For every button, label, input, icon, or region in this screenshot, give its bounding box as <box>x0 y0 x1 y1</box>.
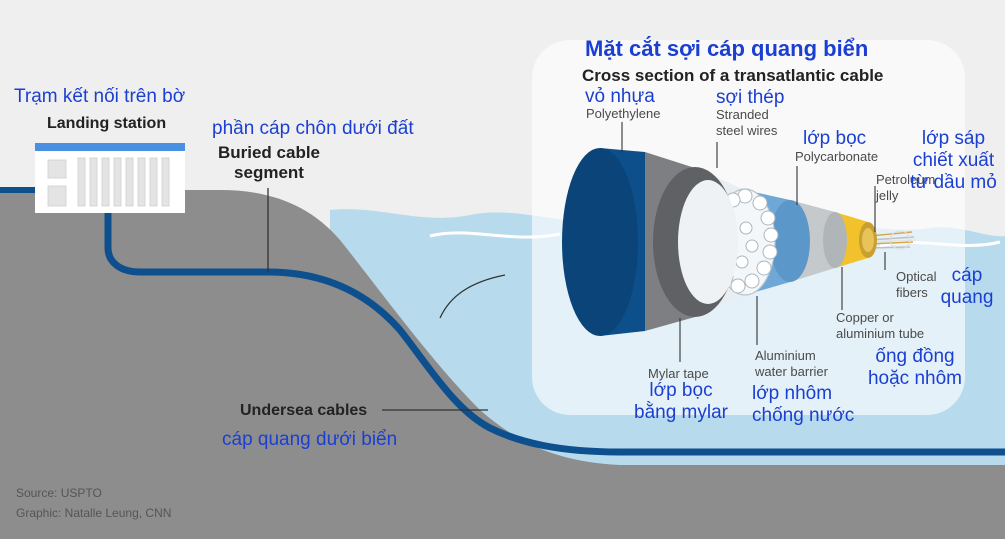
tube-line1: Copper or <box>836 310 894 325</box>
steel-wires-line1: Stranded <box>716 107 769 122</box>
undersea-pointer <box>382 274 506 411</box>
mylar-inner <box>678 180 738 304</box>
polycarbonate-label-vn: lớp bọc <box>803 128 867 149</box>
tube-line2: aluminium tube <box>836 326 925 341</box>
tube-vn-line2: hoặc nhôm <box>867 368 962 389</box>
mylar-label-en: Mylar tape <box>648 366 709 381</box>
polyethylene-label-en: Polyethylene <box>586 106 661 121</box>
station-windows <box>47 157 170 207</box>
tube-label-en: Copper or aluminium tube <box>836 310 924 342</box>
polyethylene-label-vn: vỏ nhựa <box>585 86 655 107</box>
aluminium-line2: water barrier <box>755 364 828 379</box>
optical-fibers-vn-line2: quang <box>940 287 994 308</box>
tube-label-vn: ống đồng hoặc nhôm <box>855 346 975 390</box>
buried-cable-line2: segment <box>234 163 304 182</box>
petroleum-jelly-vn-line1: lớp sáp <box>921 128 986 149</box>
leader-lines <box>621 122 886 362</box>
cable-cross-section <box>562 148 917 336</box>
landing-station-label-vn: Trạm kết nối trên bờ <box>14 86 186 107</box>
aluminium-label-vn: lớp nhôm chống nước <box>752 383 854 427</box>
petroleum-jelly-line2: jelly <box>876 188 899 203</box>
undersea-cables-label-vn: cáp quang dưới biển <box>222 429 398 450</box>
aluminium-face <box>770 200 810 282</box>
steel-wires-label-vn: sợi thép <box>716 87 785 108</box>
petroleum-jelly-line1: Petroleum <box>876 172 936 187</box>
steel-wires-label-en: Stranded steel wires <box>716 107 777 139</box>
optical-fibers-vn-line1: cáp <box>951 265 983 286</box>
optical-fibers-label-vn: cáp quang <box>935 265 999 309</box>
optical-fibers-label-en: Optical fibers <box>896 269 936 301</box>
aluminium-vn-line1: lớp nhôm <box>752 383 833 404</box>
steel-wires-line2: steel wires <box>716 123 778 138</box>
petroleum-jelly-label-vn: lớp sáp chiết xuất từ dầu mỏ <box>902 128 1005 194</box>
optical-fibers <box>869 230 917 250</box>
buried-cable-label-en: Buried cable segment <box>214 143 324 183</box>
polyethylene-jacket-face <box>562 148 638 336</box>
tube-vn-line1: ống đồng <box>875 346 955 367</box>
title-english: Cross section of a transatlantic cable <box>582 66 884 85</box>
buried-cable-label-vn: phần cáp chôn dưới đất <box>212 118 414 139</box>
landing-station-roof <box>35 143 185 151</box>
graphic-credit: Graphic: Natalle Leung, CNN <box>16 506 172 520</box>
petroleum-jelly-vn-line2: chiết xuất <box>912 150 995 171</box>
mylar-vn-line1: lớp bọc <box>649 380 713 401</box>
buried-cable <box>104 210 1005 456</box>
buried-cable-line1: Buried cable <box>217 143 321 162</box>
optical-fibers-line1: Optical <box>896 269 937 284</box>
polycarbonate-face <box>823 212 847 268</box>
mylar-vn-line2: bằng mylar <box>634 402 728 423</box>
aluminium-vn-line2: chống nước <box>752 405 855 426</box>
petroleum-jelly-vn-line3: từ dầu mỏ <box>910 172 997 193</box>
undersea-cables-label-en: Undersea cables <box>240 402 368 419</box>
source-credit: Source: USPTO <box>16 486 102 500</box>
optical-fibers-line2: fibers <box>896 285 928 300</box>
polycarbonate-label-en: Polycarbonate <box>795 149 879 164</box>
aluminium-line1: Aluminium <box>755 348 816 363</box>
title-vietnamese: Mặt cắt sợi cáp quang biển <box>585 36 869 61</box>
petroleum-jelly-core <box>862 228 874 252</box>
mylar-label-vn: lớp bọc bằng mylar <box>622 380 740 424</box>
petroleum-jelly-label-en: Petroleum jelly <box>876 172 935 204</box>
landing-station-label-en: Landing station <box>47 115 167 132</box>
aluminium-label-en: Aluminium water barrier <box>755 348 828 380</box>
land-coast <box>0 190 1005 539</box>
